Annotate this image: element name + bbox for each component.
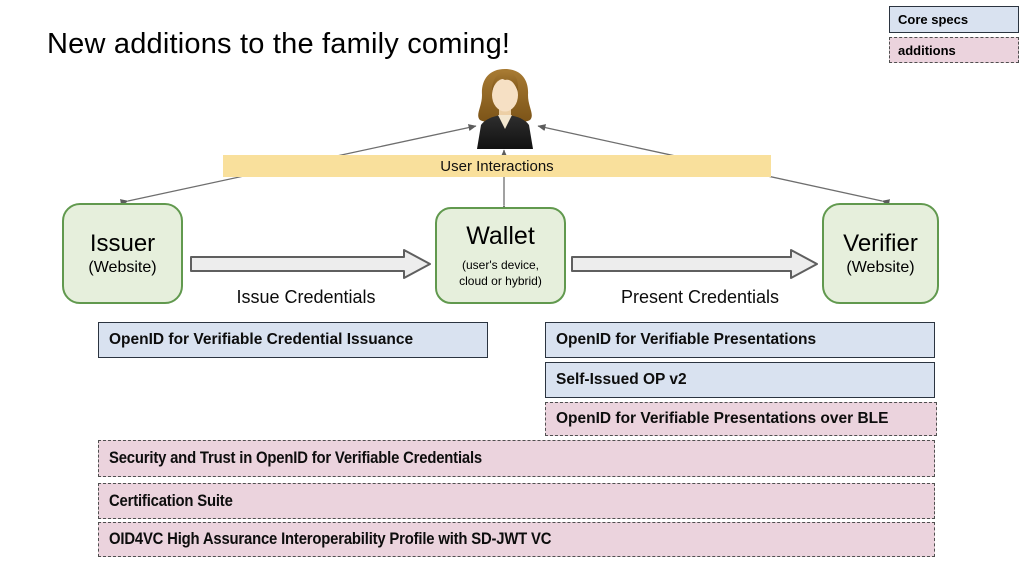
spec-security-trust-label: Security and Trust in OpenID for Verifia…: [109, 449, 483, 467]
user-interactions-band: User Interactions: [223, 155, 771, 177]
spec-openid4vci-label: OpenID for Verifiable Credential Issuanc…: [109, 331, 414, 348]
verifier-name: Verifier: [843, 230, 918, 258]
spec-security-trust: Security and Trust in OpenID for Verifia…: [98, 440, 935, 477]
spec-certification-suite: Certification Suite: [98, 483, 935, 519]
spec-siop-v2: Self-Issued OP v2: [545, 362, 935, 398]
issuer-name: Issuer: [89, 230, 156, 258]
legend-additions: additions: [889, 37, 1019, 63]
spec-openid4vp-label: OpenID for Verifiable Presentations: [556, 331, 817, 348]
spec-openid4vp-ble: OpenID for Verifiable Presentations over…: [545, 402, 937, 436]
present-credentials-label: Present Credentials: [620, 287, 780, 307]
spec-openid4vci: OpenID for Verifiable Credential Issuanc…: [98, 322, 488, 358]
wallet-box: Wallet (user's device, cloud or hybrid): [435, 207, 566, 304]
spec-openid4vp: OpenID for Verifiable Presentations: [545, 322, 935, 358]
verifier-subtitle: (Website): [846, 258, 915, 276]
legend-core-specs-label: Core specs: [898, 12, 969, 27]
present-arrow: [571, 249, 818, 279]
user-interactions-label: User Interactions: [440, 157, 554, 175]
legend-core-specs: Core specs: [889, 6, 1019, 33]
wallet-subtitle-line2: cloud or hybrid): [459, 273, 542, 288]
issue-credentials-label: Issue Credentials: [236, 287, 376, 307]
legend-additions-label: additions: [898, 42, 956, 58]
issuer-box: Issuer (Website): [62, 203, 183, 304]
spec-certification-suite-label: Certification Suite: [109, 491, 233, 510]
slide-title: New additions to the family coming!: [47, 28, 511, 60]
issue-arrow: [190, 249, 431, 279]
verifier-box: Verifier (Website): [822, 203, 939, 304]
spec-openid4vp-ble-label: OpenID for Verifiable Presentations over…: [556, 410, 889, 427]
spec-haip-sdjwt: OID4VC High Assurance Interoperability P…: [98, 522, 935, 557]
spec-siop-v2-label: Self-Issued OP v2: [556, 371, 687, 388]
issuer-subtitle: (Website): [88, 258, 157, 276]
wallet-subtitle-line1: (user's device,: [462, 257, 539, 272]
spec-haip-sdjwt-label: OID4VC High Assurance Interoperability P…: [109, 530, 552, 548]
wallet-name: Wallet: [466, 221, 535, 250]
user-icon: [477, 69, 533, 149]
wallet-subtitle: (user's device, cloud or hybrid): [459, 257, 542, 289]
